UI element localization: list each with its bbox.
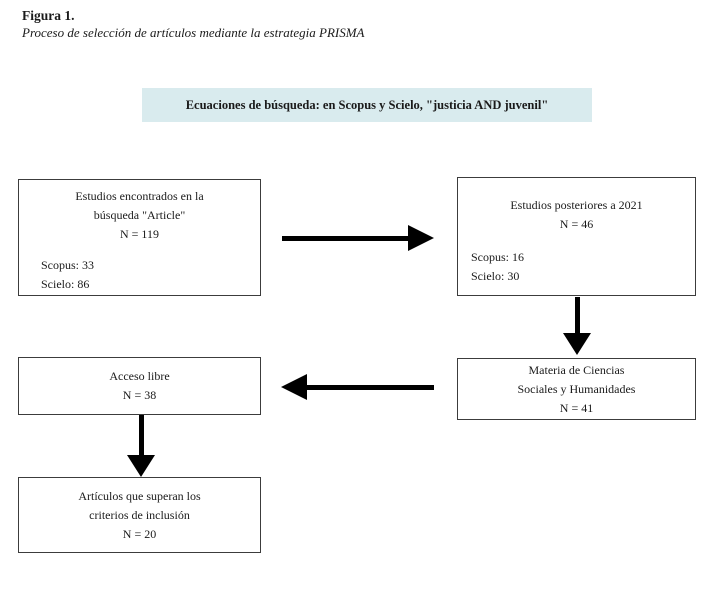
box-line: Sociales y Humanidades (517, 382, 636, 396)
box-line: Scopus: 33 (41, 258, 95, 272)
box-acceso-libre: Acceso libre N = 38 (18, 357, 261, 415)
arrow-posterior-to-materia-shaft (575, 297, 580, 335)
box-line: N = 38 (122, 388, 157, 402)
search-equation-banner: Ecuaciones de búsqueda: en Scopus y Scie… (142, 88, 592, 122)
arrow-down-icon (127, 455, 155, 477)
figure-label: Figura 1. (22, 8, 75, 23)
box-estudios-encontrados: Estudios encontrados en la búsqueda "Art… (18, 179, 261, 296)
box-articulos-criterios: Artículos que superan los criterios de i… (18, 477, 261, 553)
box-line: Artículos que superan los (78, 489, 201, 503)
arrow-found-to-posterior-shaft (282, 236, 408, 241)
search-equation-text: Ecuaciones de búsqueda: en Scopus y Scie… (185, 97, 549, 112)
box-line: Scielo: 30 (471, 269, 520, 283)
box-line: N = 46 (559, 217, 594, 231)
box-materia-ciencias: Materia de Ciencias Sociales y Humanidad… (457, 358, 696, 420)
arrow-right-icon (408, 225, 434, 251)
box-line: búsqueda "Article" (93, 208, 186, 222)
box-line: Scopus: 16 (471, 250, 525, 264)
box-line: Estudios encontrados en la (75, 189, 204, 203)
box-line: Scielo: 86 (41, 277, 90, 291)
box-line: Acceso libre (109, 369, 170, 383)
box-line: Materia de Ciencias (528, 363, 625, 377)
figure-caption: Proceso de selección de artículos median… (22, 25, 365, 40)
box-estudios-posteriores: Estudios posteriores a 2021 N = 46 Scopu… (457, 177, 696, 296)
box-line: Estudios posteriores a 2021 (510, 198, 643, 212)
arrow-down-icon (563, 333, 591, 355)
box-line: N = 20 (122, 527, 157, 541)
box-line: criterios de inclusión (89, 508, 190, 522)
arrow-acceso-to-criterios-shaft (139, 415, 144, 457)
box-line: N = 41 (559, 401, 594, 415)
arrow-materia-to-acceso-shaft (307, 385, 434, 390)
box-line: N = 119 (120, 227, 159, 241)
arrow-left-icon (281, 374, 307, 400)
